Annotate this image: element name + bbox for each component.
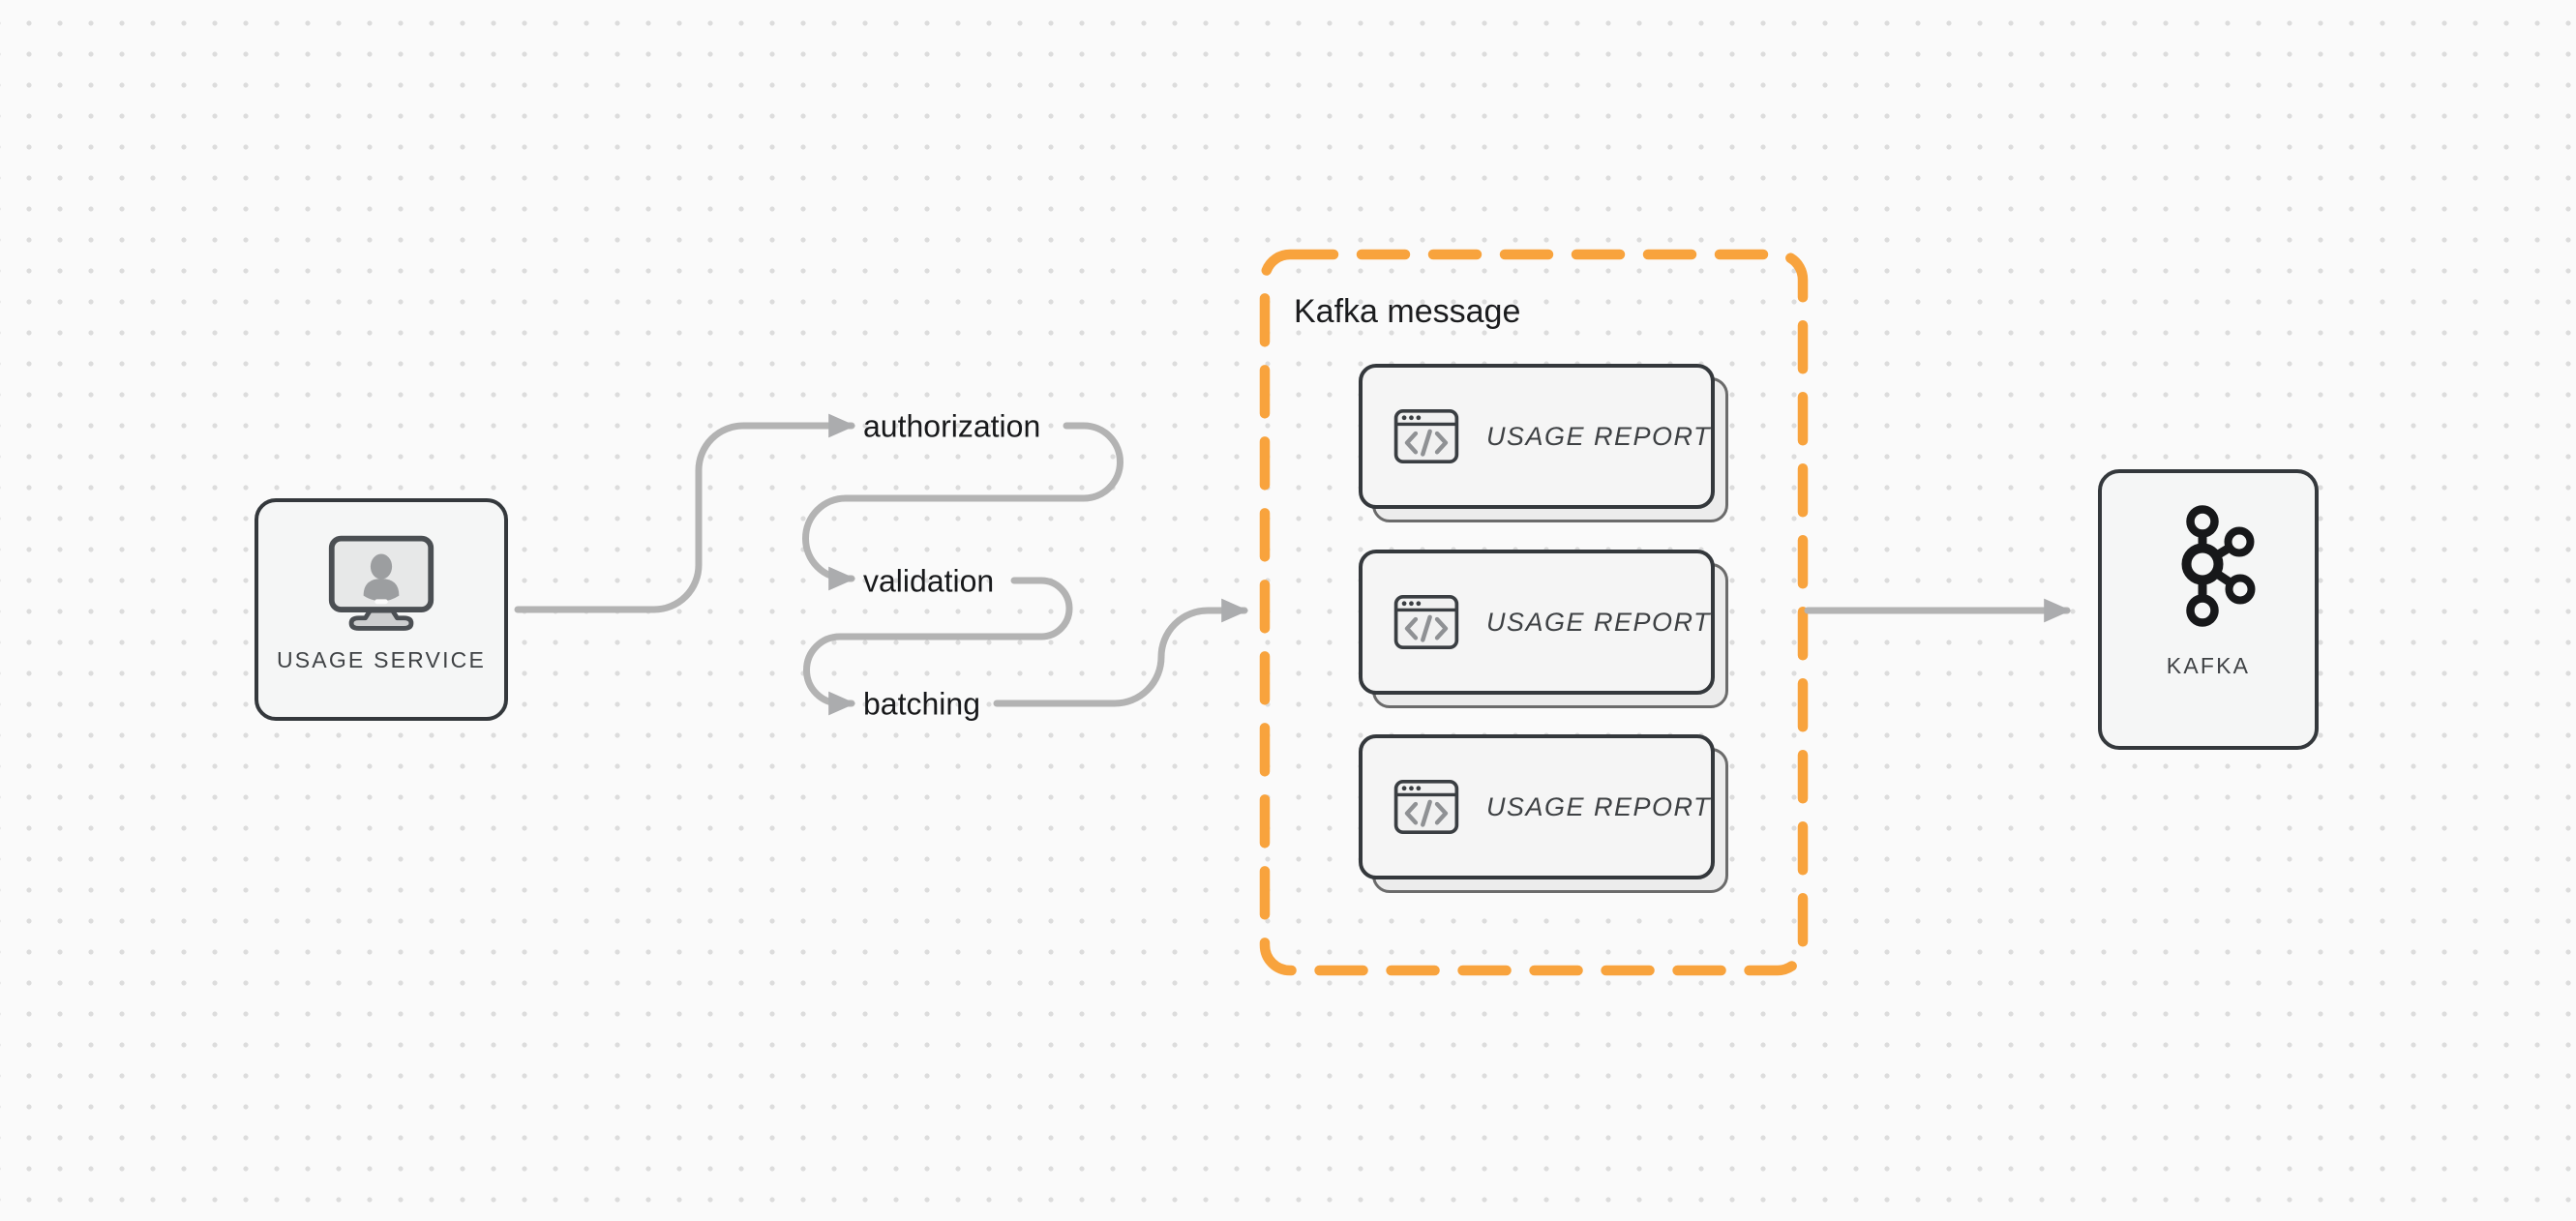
step-label-validation: validation <box>863 563 995 599</box>
usage-report-card-2[interactable]: USAGE REPORT <box>1359 550 1728 708</box>
usage-service-node[interactable]: USAGE SERVICE <box>255 498 508 721</box>
kafka-message-group-title: Kafka message <box>1294 293 1521 330</box>
code-window-icon <box>1393 769 1459 845</box>
connector-usage-service-to-authorization <box>514 413 856 613</box>
step-label-batching: batching <box>863 686 980 722</box>
kafka-logo-icon <box>2159 500 2258 632</box>
connector-batching-to-kafka-message <box>993 598 1249 707</box>
step-label-authorization: authorization <box>863 408 1041 444</box>
monitor-user-icon <box>325 533 437 634</box>
kafka-message-group-border <box>1259 249 1809 976</box>
usage-report-card-3[interactable]: USAGE REPORT <box>1359 734 1728 893</box>
usage-report-card-front: USAGE REPORT <box>1359 550 1715 695</box>
kafka-label: KAFKA <box>2166 653 2251 678</box>
usage-report-label: USAGE REPORT <box>1485 421 1711 451</box>
connector-authorization-to-validation <box>802 422 1123 591</box>
usage-service-label: USAGE SERVICE <box>276 647 487 672</box>
connector-validation-to-batching <box>803 577 1073 716</box>
kafka-node[interactable]: KAFKA <box>2098 469 2319 750</box>
usage-report-card-front: USAGE REPORT <box>1359 734 1715 879</box>
code-window-icon <box>1393 399 1459 474</box>
usage-report-card-1[interactable]: USAGE REPORT <box>1359 364 1728 522</box>
usage-report-card-front: USAGE REPORT <box>1359 364 1715 509</box>
usage-report-label: USAGE REPORT <box>1485 607 1711 637</box>
usage-report-label: USAGE REPORT <box>1485 791 1711 821</box>
code-window-icon <box>1393 584 1459 660</box>
